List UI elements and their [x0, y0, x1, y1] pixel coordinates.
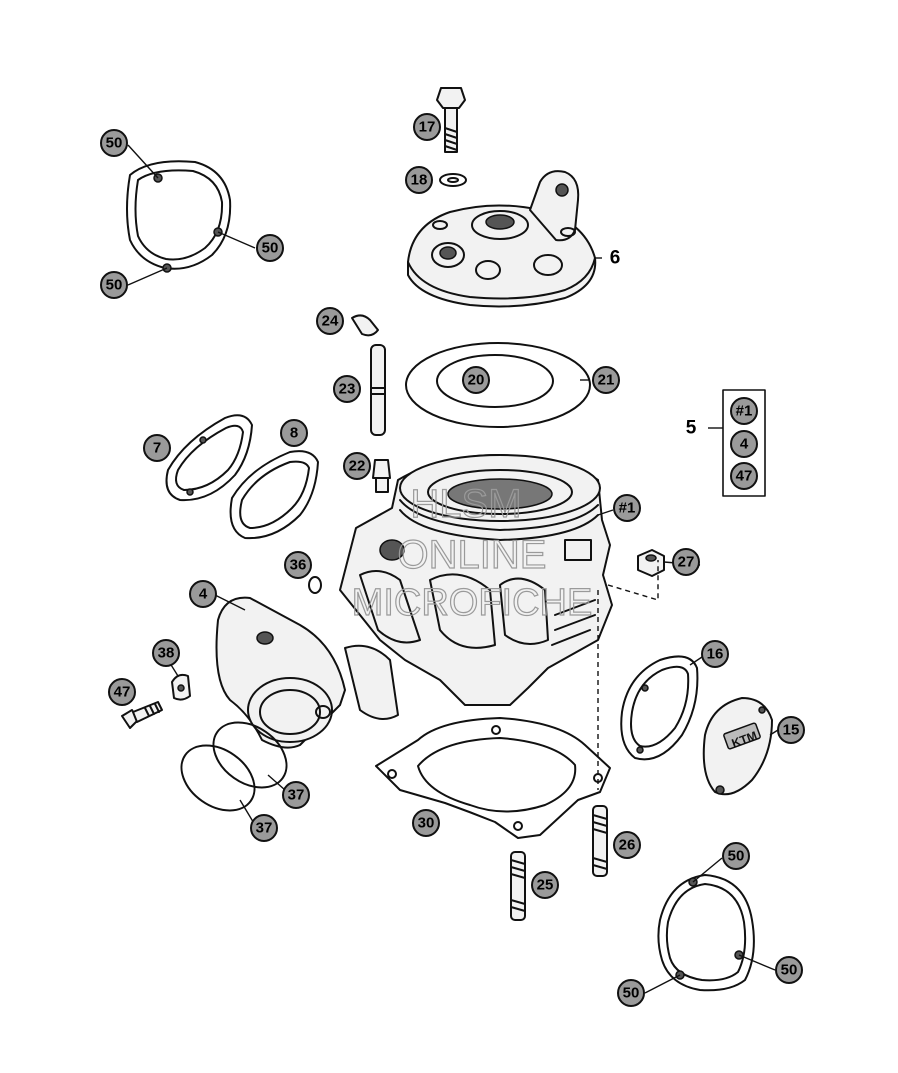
callout-23: 23	[333, 375, 361, 403]
stud-25	[510, 851, 526, 921]
svg-text:36: 36	[290, 557, 307, 574]
gasket-top-left	[126, 160, 232, 273]
head-gasket-inner	[436, 354, 554, 408]
svg-text:17: 17	[419, 119, 436, 136]
water-tube	[370, 344, 386, 436]
callout-38: 38	[152, 639, 180, 667]
callout-50-br-right: 50	[775, 956, 803, 984]
callout-18: 18	[405, 166, 433, 194]
watermark-line-1: HLSM	[410, 482, 521, 526]
callout-20: 20	[462, 366, 490, 394]
kit-group-box	[708, 389, 766, 497]
svg-text:50: 50	[262, 240, 279, 257]
washer	[439, 173, 467, 187]
gasket-8	[229, 450, 319, 540]
callout-26: 26	[613, 831, 641, 859]
svg-text:21: 21	[598, 372, 615, 389]
callout-17: 17	[413, 113, 441, 141]
watermark: HLSM ONLINE MICROFICHE	[351, 481, 593, 624]
nut	[637, 549, 665, 577]
callout-21: 21	[592, 366, 620, 394]
callout-cylinder-1: #1	[613, 494, 641, 522]
callout-16: 16	[701, 640, 729, 668]
cover-gasket	[620, 655, 699, 761]
screw	[121, 701, 163, 729]
svg-text:27: 27	[678, 554, 695, 571]
svg-text:47: 47	[736, 468, 753, 485]
callout-37-lower: 37	[250, 814, 278, 842]
cylinder	[339, 454, 613, 706]
intake-flange	[215, 596, 399, 749]
svg-text:20: 20	[468, 372, 485, 389]
watermark-line-2: ONLINE	[398, 533, 547, 577]
water-fitting	[372, 459, 391, 493]
callout-50-br-left: 50	[617, 979, 645, 1007]
head-bolt	[436, 87, 466, 153]
svg-text:50: 50	[106, 135, 123, 152]
callout-50-top: 50	[100, 129, 128, 157]
svg-text:26: 26	[619, 837, 636, 854]
gasket-7	[165, 414, 253, 502]
svg-text:4: 4	[199, 586, 208, 603]
svg-text:37: 37	[256, 820, 273, 837]
callout-30: 30	[412, 809, 440, 837]
svg-text:30: 30	[418, 815, 435, 832]
callout-25: 25	[531, 871, 559, 899]
callout-8: 8	[280, 419, 308, 447]
svg-text:38: 38	[158, 645, 175, 662]
callout-15: 15	[777, 716, 805, 744]
svg-text:22: 22	[349, 458, 366, 475]
o-ring-large-b	[180, 744, 256, 812]
o-ring-large-a	[212, 721, 288, 789]
svg-text:47: 47	[114, 684, 131, 701]
water-elbow	[351, 314, 379, 337]
callout-47: 47	[108, 678, 136, 706]
callout-22: 22	[343, 452, 371, 480]
svg-text:18: 18	[411, 172, 428, 189]
svg-text:15: 15	[783, 722, 800, 739]
stud-26	[592, 805, 608, 877]
label-5: 5	[686, 418, 697, 439]
svg-text:16: 16	[707, 646, 724, 663]
base-gasket	[375, 717, 611, 839]
svg-text:25: 25	[537, 877, 554, 894]
callout-24: 24	[316, 307, 344, 335]
svg-text:50: 50	[728, 848, 745, 865]
callout-7: 7	[143, 434, 171, 462]
svg-text:4: 4	[740, 436, 749, 453]
svg-text:37: 37	[288, 787, 305, 804]
head-gasket-outer	[405, 342, 591, 428]
callout-27: 27	[672, 548, 700, 576]
svg-text:23: 23	[339, 381, 356, 398]
svg-text:50: 50	[623, 985, 640, 1002]
watermark-line-3: MICROFICHE	[352, 582, 593, 624]
callout-kit-1: #1	[730, 397, 758, 425]
gasket-bottom-right	[657, 874, 755, 992]
svg-text:#1: #1	[619, 500, 636, 517]
callout-37-upper: 37	[282, 781, 310, 809]
svg-text:#1: #1	[736, 403, 753, 420]
svg-text:7: 7	[153, 440, 161, 457]
callout-kit-47: 47	[730, 462, 758, 490]
exhaust-cover: KTM	[702, 697, 773, 796]
label-6: 6	[610, 248, 621, 269]
svg-text:50: 50	[781, 962, 798, 979]
bracket	[171, 673, 191, 701]
callout-50-right: 50	[256, 234, 284, 262]
svg-text:50: 50	[106, 277, 123, 294]
callout-36: 36	[284, 551, 312, 579]
o-ring-small	[308, 576, 322, 594]
callout-50-bottom: 50	[100, 271, 128, 299]
callout-kit-4: 4	[730, 430, 758, 458]
callout-4: 4	[189, 580, 217, 608]
callout-50-br-top: 50	[722, 842, 750, 870]
svg-text:24: 24	[322, 313, 339, 330]
cylinder-head	[407, 170, 597, 308]
svg-text:8: 8	[290, 425, 298, 442]
